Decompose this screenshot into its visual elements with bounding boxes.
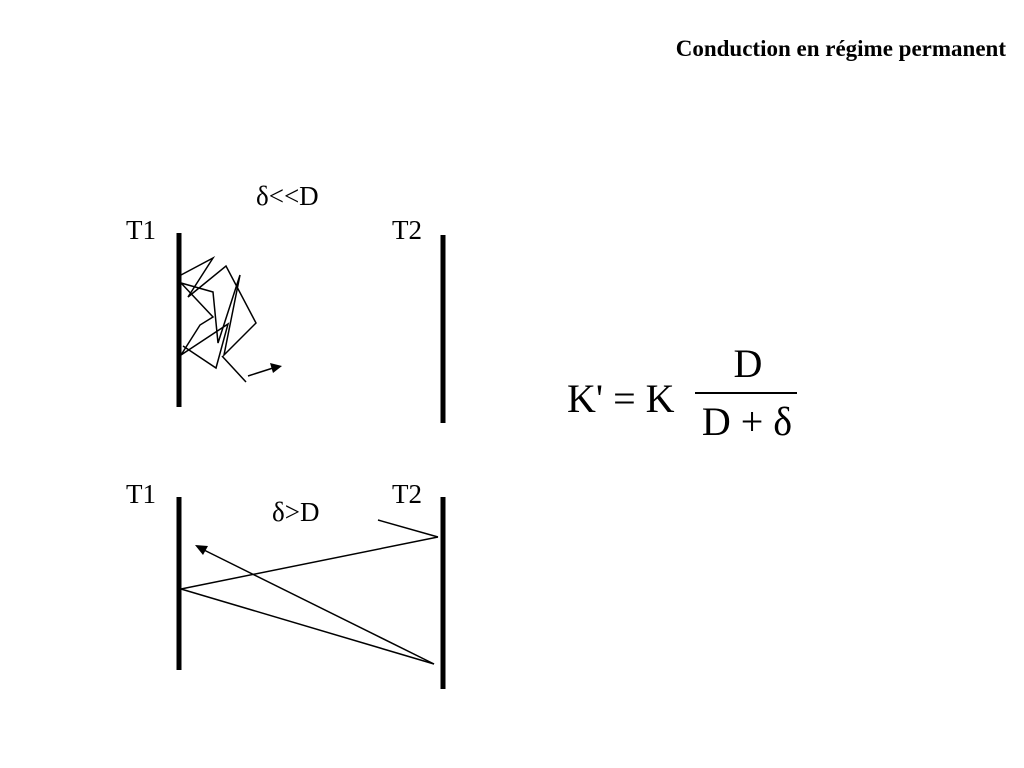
top-arrowhead: [270, 363, 282, 373]
top-zigzag-path: [178, 255, 257, 370]
formula-lhs: K' = K: [567, 376, 675, 421]
top-final-segment: [221, 355, 247, 383]
slide-title: Conduction en régime permanent: [675, 36, 1006, 61]
fraction-bar: [695, 392, 797, 394]
formula-denominator: D + δ: [701, 399, 793, 444]
bottom-arrowhead: [195, 545, 208, 555]
conductivity-formula: K' = K D D + δ: [567, 340, 807, 450]
top-arrow-shaft: [247, 367, 274, 377]
top-t1-label: T1: [126, 215, 156, 245]
bottom-path-to-right: [180, 588, 435, 665]
bottom-t1-label: T1: [126, 479, 156, 509]
bottom-path-return: [203, 549, 435, 665]
formula-numerator: D: [733, 341, 763, 386]
bottom-condition-label: δ>D: [272, 497, 320, 527]
top-t2-label: T2: [392, 215, 422, 245]
top-condition-label: δ<<D: [256, 181, 319, 211]
bottom-path-incoming: [377, 519, 439, 538]
bottom-t2-label: T2: [392, 479, 422, 509]
bottom-path-to-left: [180, 536, 439, 590]
